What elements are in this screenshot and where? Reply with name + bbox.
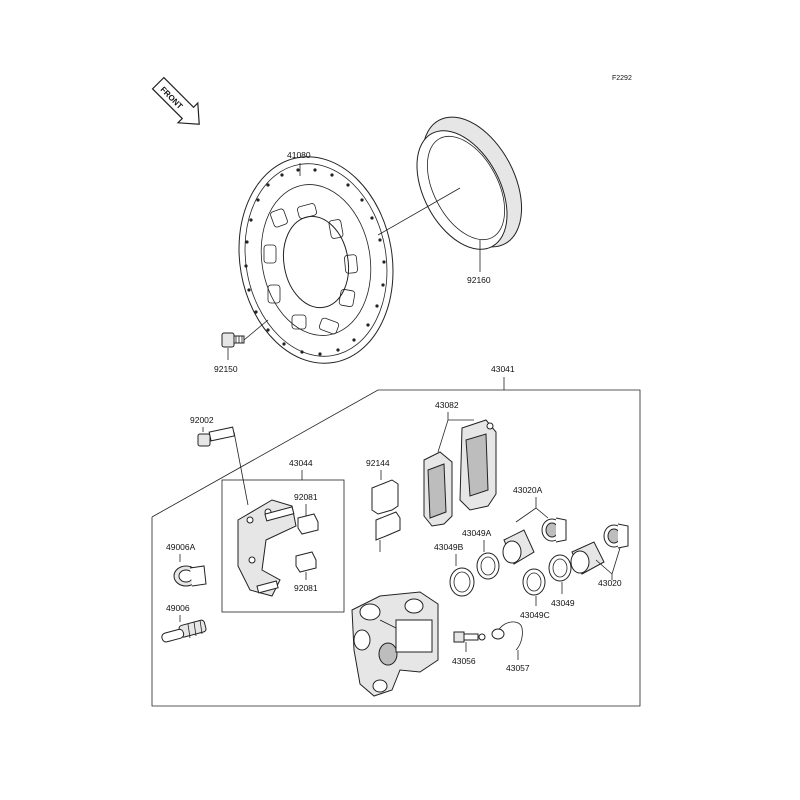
part-label-92160: 92160 [467,275,491,285]
piston-seal-A [476,552,500,580]
piston-A [502,529,535,565]
part-label-92150: 92150 [214,364,238,374]
brake-pad-inner [459,419,497,511]
assembly-outline [151,389,641,707]
front-arrow-icon: FRONT [151,76,200,125]
brake-pad-outer [423,451,453,527]
part-label-43082: 43082 [435,400,459,410]
piston-seal-B [449,567,475,597]
figure-code: F2292 [612,75,632,82]
part-label-43049A: 43049A [462,528,492,538]
part-label-43049B: 43049B [434,542,464,552]
seal-ring [416,116,523,250]
piston [570,541,605,575]
pin-boot [173,565,207,587]
piston-seal-C [522,568,546,596]
part-label-43020A: 43020A [513,485,543,495]
caliper-body [351,591,439,697]
part-label-49006A: 49006A [166,542,196,552]
part-label-43056: 43056 [452,656,476,666]
slide-pin [161,619,207,643]
pad-spring [371,479,401,552]
part-label-92144: 92144 [366,458,390,468]
part-label-43057: 43057 [506,663,530,673]
pad-clip-lower [295,551,317,573]
part-label-92081-lower: 92081 [294,583,318,593]
part-label-92081-upper: 92081 [294,492,318,502]
disc-bolt [221,332,245,348]
bleeder-cap [491,621,523,651]
bracket-subbox [221,479,345,613]
bleeder-valve [453,631,486,643]
part-label-43041: 43041 [491,364,515,374]
part-label-43049: 43049 [551,598,575,608]
part-label-92002: 92002 [190,415,214,425]
piston-cup-A [541,517,567,543]
part-label-43020: 43020 [598,578,622,588]
brake-disc [238,156,394,364]
piston-cup [603,523,629,549]
part-label-49006: 49006 [166,603,190,613]
part-label-43044: 43044 [289,458,313,468]
part-label-41080: 41080 [287,150,311,160]
pad-clip-upper [297,513,319,535]
mounting-bolt [197,426,236,447]
caliper-bracket [237,499,297,597]
piston-seal [548,554,572,582]
part-label-43049C: 43049C [520,610,550,620]
